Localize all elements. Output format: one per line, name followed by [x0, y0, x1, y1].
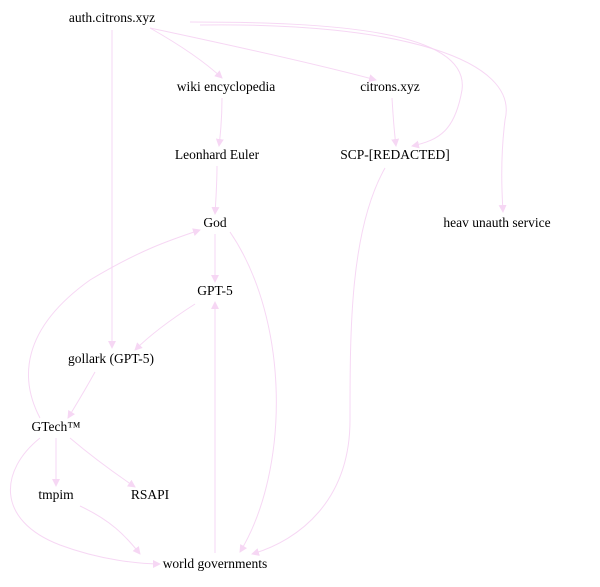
edge-citrons-to-scp: [391, 97, 400, 147]
edge-scp-to-world: [251, 167, 386, 556]
edge-gpt5-to-gollark: [134, 303, 196, 351]
node-tmpim: tmpim: [38, 487, 74, 502]
edge-euler-to-god: [211, 165, 220, 215]
node-scp: SCP-[REDACTED]: [340, 147, 450, 162]
node-gtech: GTech™: [31, 419, 80, 434]
edge-gollark-to-gtech: [67, 371, 96, 419]
edge-gtech-to-rsapi: [69, 437, 136, 488]
node-gpt5: GPT-5: [197, 283, 233, 298]
node-citrons: citrons.xyz: [360, 79, 420, 94]
edge-auth-to-wiki: [149, 27, 223, 79]
node-auth: auth.citrons.xyz: [69, 10, 155, 25]
node-world: world governments: [163, 556, 268, 571]
edges-layer: [10, 21, 507, 568]
edge-tmpim-to-world: [79, 505, 141, 555]
edge-auth-to-citrons: [149, 27, 377, 83]
node-wiki: wiki encyclopedia: [177, 79, 276, 94]
node-god: God: [203, 215, 226, 230]
node-rsapi: RSAPI: [131, 487, 170, 502]
edge-auth-to-heav: [199, 24, 507, 213]
node-euler: Leonhard Euler: [175, 147, 260, 162]
edge-auth-to-scp: [189, 21, 463, 149]
edge-god-to-world: [229, 231, 277, 553]
node-gollark: gollark (GPT-5): [68, 351, 154, 366]
edge-wiki-to-euler: [215, 97, 224, 147]
edge-gtech-to-god: [28, 228, 201, 419]
node-heav: heav unauth service: [443, 215, 550, 230]
edge-gtech-to-world: [10, 437, 161, 568]
nodes-layer: auth.citrons.xyz wiki encyclopedia citrons…: [31, 10, 550, 571]
